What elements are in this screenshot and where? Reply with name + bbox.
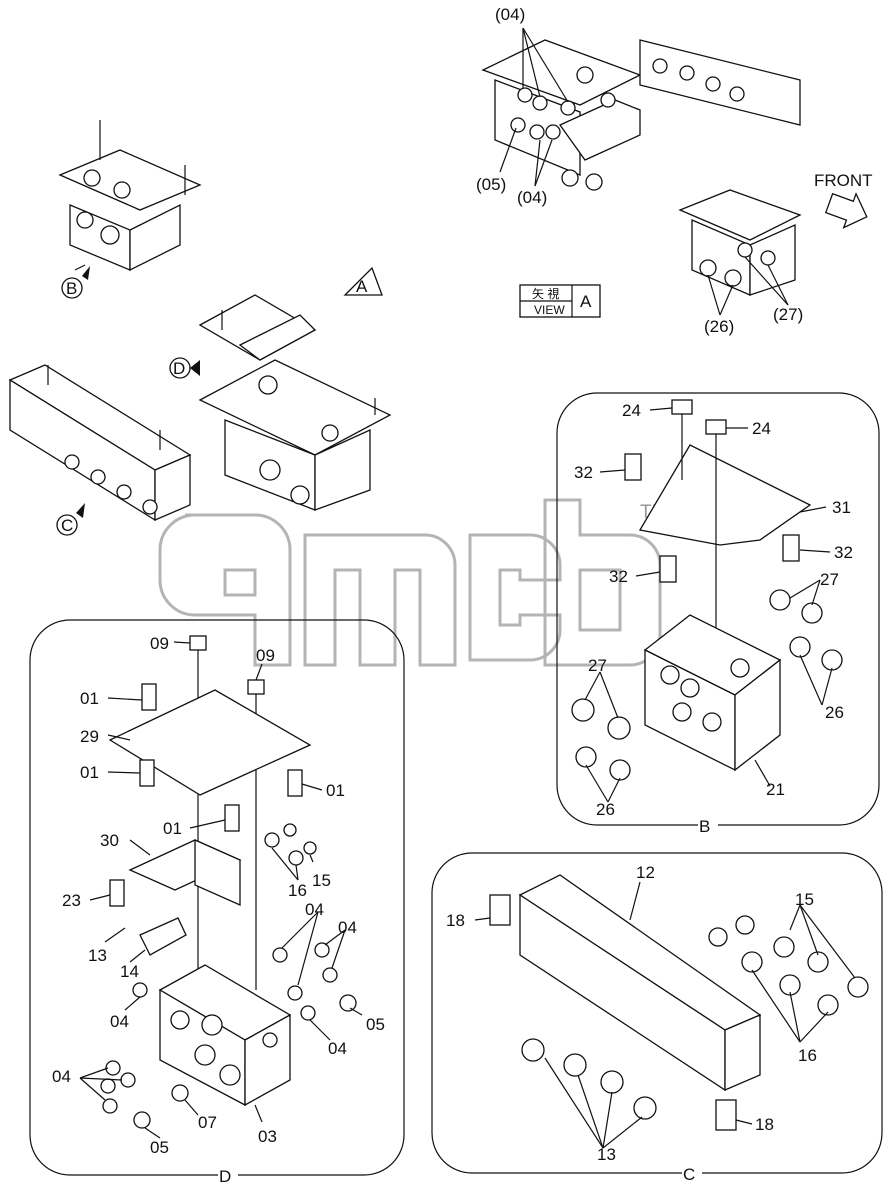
label-d-05-right: 05 — [366, 1015, 385, 1034]
label-c-12: 12 — [636, 863, 655, 882]
view-a-view-text: VIEW — [534, 303, 565, 317]
label-b-24-left: 24 — [622, 401, 641, 420]
label-d-01-mid: 01 — [80, 763, 99, 782]
label-b-26-left: 26 — [596, 800, 615, 819]
view-a-detail: (04) (05) (04) (26) (27) 矢 視 VIEW A FRON… — [476, 5, 873, 336]
view-a-kanji: 矢 視 — [532, 286, 559, 301]
label-d-09-left: 09 — [150, 634, 169, 653]
label-d-07: 07 — [198, 1113, 217, 1132]
label-d-04-top: 04 — [305, 900, 324, 919]
detail-c-letter: C — [683, 1165, 695, 1184]
label-b-32-mid: 32 — [609, 567, 628, 586]
label-b-31: 31 — [832, 498, 851, 517]
label-d-16: 16 — [288, 881, 307, 900]
view-a-letter: A — [580, 292, 592, 311]
label-b-24-right: 24 — [752, 419, 771, 438]
label-b-27-left: 27 — [588, 656, 607, 675]
view-a-arrow-label: A — [356, 277, 368, 296]
label-b-32-top: 32 — [574, 463, 593, 482]
overview-bracket-c: C — [8, 364, 192, 536]
view-d-marker-label: D — [173, 359, 185, 378]
label-d-05-bottom: 05 — [150, 1138, 169, 1157]
label-a-27: (27) — [773, 305, 803, 324]
label-a-04-bottom: (04) — [517, 188, 547, 207]
label-d-01-right: 01 — [326, 781, 345, 800]
label-d-04-lowright: 04 — [328, 1039, 347, 1058]
label-b-26-right: 26 — [825, 703, 844, 722]
view-b-marker-label: B — [66, 279, 77, 298]
label-d-14: 14 — [120, 962, 139, 981]
label-c-16: 16 — [798, 1046, 817, 1065]
overview-center-assembly: D A — [169, 266, 392, 511]
label-b-27-right: 27 — [820, 570, 839, 589]
label-d-04-topright: 04 — [338, 918, 357, 937]
label-a-04-top: (04) — [495, 5, 525, 24]
label-d-09-right: 09 — [256, 646, 275, 665]
view-c-marker — [56, 514, 78, 536]
label-d-04-lowleft: 04 — [52, 1067, 71, 1086]
label-d-15: 15 — [312, 871, 331, 890]
label-c-15: 15 — [795, 890, 814, 909]
detail-d: D — [29, 619, 405, 1186]
view-b-marker — [61, 277, 83, 299]
detail-c-frame — [431, 852, 883, 1174]
view-a-arrow — [343, 266, 383, 296]
overview-block-b: B — [58, 120, 202, 299]
label-d-03: 03 — [258, 1127, 277, 1146]
label-a-05: (05) — [476, 175, 506, 194]
label-d-30: 30 — [100, 831, 119, 850]
label-d-23: 23 — [62, 891, 81, 910]
label-b-32-right: 32 — [834, 543, 853, 562]
view-c-marker-label: C — [61, 516, 73, 535]
label-d-01-lower: 01 — [163, 819, 182, 838]
label-c-18-top: 18 — [446, 911, 465, 930]
detail-d-frame — [29, 619, 405, 1176]
label-a-26: (26) — [704, 317, 734, 336]
label-c-13: 13 — [597, 1145, 616, 1164]
detail-d-letter: D — [219, 1167, 231, 1186]
detail-b-letter: B — [699, 817, 710, 836]
front-arrow — [824, 192, 868, 229]
label-b-21: 21 — [766, 780, 785, 799]
front-label: FRONT — [814, 171, 873, 190]
watermark-logo: TM — [158, 498, 667, 667]
detail-c: C 12 18 15 16 13 18 — [431, 852, 883, 1184]
label-d-29: 29 — [80, 727, 99, 746]
label-d-04-left: 04 — [110, 1012, 129, 1031]
detail-b: B 24 24 32 31 32 32 27 27 26 26 21 — [556, 392, 880, 836]
label-d-13: 13 — [88, 946, 107, 965]
label-c-18-bottom: 18 — [755, 1115, 774, 1134]
label-d-01-top: 01 — [80, 689, 99, 708]
